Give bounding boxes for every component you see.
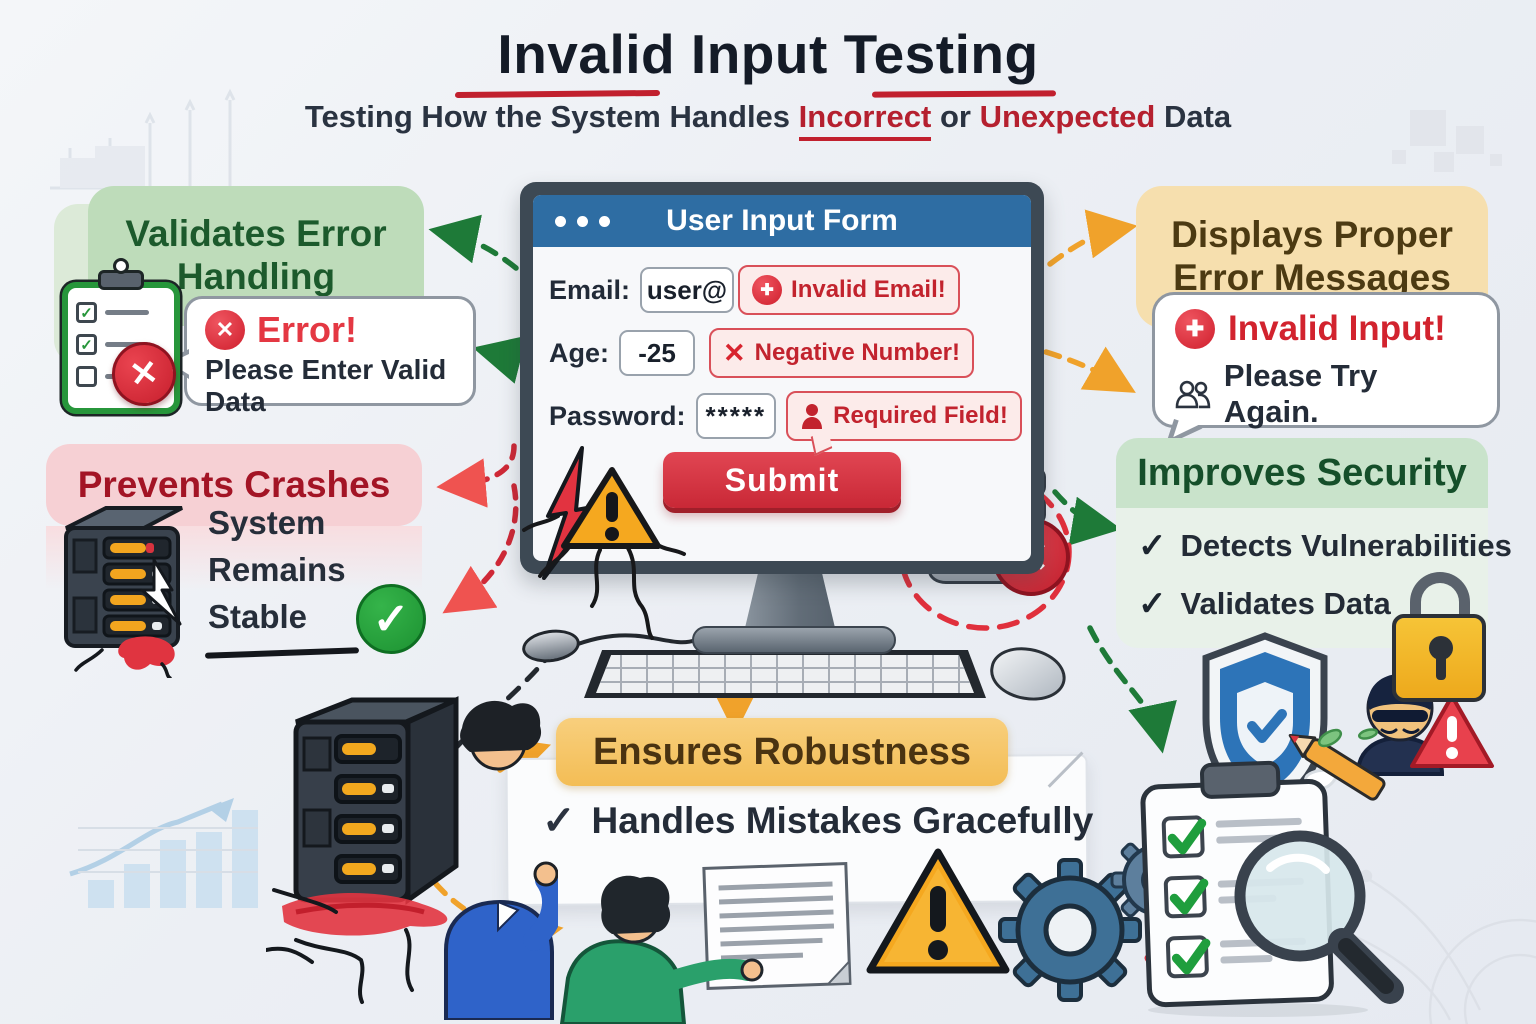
cross-icon: ✕ [723,337,746,368]
error-speech-bubble: ✕ Error! Please Enter Valid Data [163,296,476,417]
age-error-badge: ✕ Negative Number! [709,328,975,378]
callout-ensures-robustness: Ensures Robustness [556,718,1008,786]
submit-button[interactable]: Submit [663,452,901,508]
server-bays [334,734,402,884]
robustness-illustration [559,838,1206,1024]
arrow-monitor-to-validates [428,214,519,271]
monitor: User Input Form Email: user@ ✚ Invalid E… [520,182,1044,574]
lock-shackle [1410,572,1470,626]
clipboard-icon: ✓ ✓ ✕ [62,258,181,414]
form-row-password: Password: ***** Required Field! [549,389,1022,456]
arrow-monitor-to-prevents [436,443,517,508]
crash-effects [522,446,686,640]
user-icon [802,404,823,429]
stable-message: System Remains Stable [208,504,346,635]
person-blue [444,700,558,1020]
error-heading: Error! [257,309,358,350]
page-fold [1047,751,1084,788]
form-row-age: Age: -25 ✕ Negative Number! [549,326,1015,380]
email-error-badge: ✚ Invalid Email! [738,265,960,315]
invalid-input-heading: Invalid Input! [1228,309,1446,348]
user-input-form: Email: user@ ✚ Invalid Email! Age: -25 ✕… [533,247,1031,508]
error-message: Please Enter Valid Data [205,354,447,417]
arrow-monitor-to-displays [1047,209,1138,267]
background-chart-topleft [50,88,260,190]
error-circle-icon: ✕ [205,310,245,350]
arrow-db-to-security [1052,489,1122,546]
arrow-monitor-to-error-bubble [472,335,527,384]
person-green [559,875,764,1024]
arrow-monitor-to-invalid-bubble [1043,346,1136,393]
check-icon: ✓ [1138,527,1167,565]
black-cracks [266,888,414,1004]
window-dots-icon [555,216,610,227]
crashed-server-illustration [266,696,558,1020]
monitor-base [692,626,896,654]
callout-prevents-crashes: Prevents Crashes [46,444,422,526]
try-again-message: Please Try Again. [1223,358,1378,429]
window-titlebar: User Input Form [533,195,1031,247]
age-error-text: Negative Number! [754,339,961,366]
keyboard [584,650,986,698]
audit-checklist-illustration [1140,760,1404,1017]
password-input[interactable]: ***** [695,393,777,439]
password-label: Password: [549,400,686,431]
form-row-email: Email: user@ ✚ Invalid Email! [549,263,1015,317]
email-label: Email: [549,274,631,305]
red-splat [118,636,175,670]
title-underline-right [871,90,1057,98]
callout-improves-security: Improves Security ✓ Detects Vulnerabilit… [1116,438,1512,648]
users-icon [1175,380,1211,409]
document-icon [702,861,852,990]
gear-icon-large [998,858,1142,1002]
green-check-icon: ✓ [356,584,426,654]
subtitle-highlight-incorrect: Incorrect [798,99,932,141]
security-title: Improves Security [1116,438,1488,508]
crack-flash [140,558,182,626]
alert-triangle-icon [1410,694,1494,768]
age-label: Age: [549,337,609,368]
magnifier-icon [1234,830,1404,1004]
screen: User Input Form Email: user@ ✚ Invalid E… [533,195,1031,561]
page-title: Invalid Input Testing [497,23,1039,85]
arrow-monitor-to-stable-check [442,483,519,614]
subtitle-highlight-unexpected: Unexpected [979,99,1156,134]
age-input[interactable]: -25 [619,330,695,376]
password-error-text: Required Field! [833,402,1008,429]
lock-icon [1392,614,1486,702]
security-item: ✓ Validates Data [1138,585,1391,623]
cracked-server-icon [64,506,183,678]
warning-triangle-icon [561,467,661,549]
error-circle-icon: ✚ [1175,309,1215,349]
window-title: User Input Form [666,204,898,237]
robustness-item: ✓ Handles Mistakes Gracefully [542,799,1094,843]
security-item: ✓ Detects Vulnerabilities [1138,527,1512,565]
check-icon: ✓ [1138,585,1167,623]
warning-triangle-icon [866,848,1010,974]
lightning-icon [542,446,600,580]
email-input[interactable]: user@ [640,267,735,313]
invalid-input-speech-bubble: ✚ Invalid Input! Please Try Again. [1152,292,1500,455]
email-error-text: Invalid Email! [791,276,946,303]
page-subtitle: Testing How the System Handles Incorrect… [0,99,1536,141]
monitor-neck [744,570,836,632]
arrow-security-to-checklist [1087,625,1177,754]
error-circle-icon: ✚ [752,275,783,305]
background-squares-topright [1392,110,1502,172]
background-chart-bottomleft [69,798,258,908]
password-error-badge: Required Field! [786,391,1022,456]
check-icon: ✓ [542,799,576,843]
